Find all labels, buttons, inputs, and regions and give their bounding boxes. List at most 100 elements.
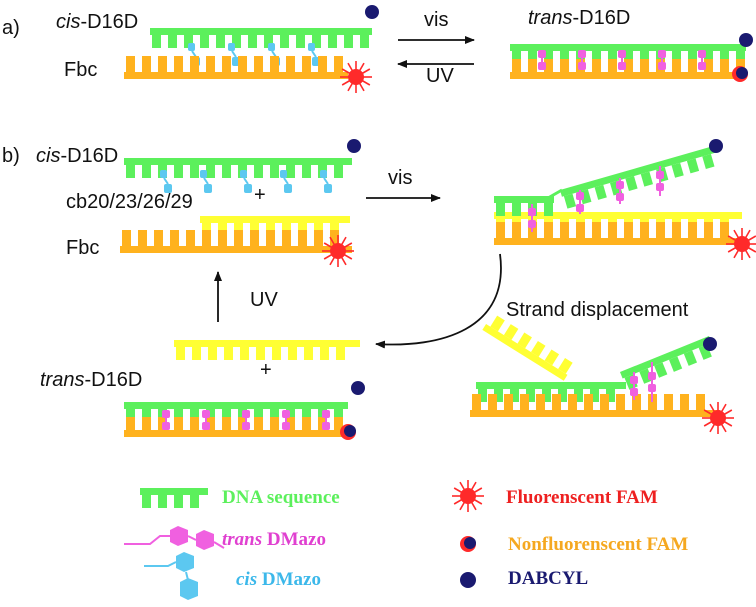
trans-d16d-strand-b-tooth (334, 409, 343, 422)
fam-core (710, 410, 726, 426)
cis-d16d-strand-a (150, 28, 372, 48)
cb-strand-released-b-tooth (304, 347, 313, 360)
fbc-strand-a-backbone (124, 72, 348, 79)
trans-d16d-strand-a-tooth (624, 51, 633, 64)
cis-d16d-strand-b-tooth (222, 165, 231, 178)
cis-azo-link (203, 177, 209, 185)
cis-azo-ring (164, 184, 172, 193)
fbc-strand-b2-backbone (124, 430, 348, 437)
trans-azo-ring (618, 50, 626, 58)
trans-azo-ring (648, 384, 656, 392)
cb-strand-released-b (174, 340, 360, 360)
cis-azo-link (243, 177, 249, 185)
trans-d16d-strand-a-tooth (672, 51, 681, 64)
trans-azo-ring (202, 410, 210, 418)
trans-azo-ring (576, 204, 584, 212)
fbc-strand-b2-tooth (302, 417, 311, 430)
fbc-strand-duplex-b-tooth (608, 222, 617, 238)
fbc-strand-duplex-b-tooth (672, 222, 681, 238)
cis-d16d-strand-a-tooth (232, 35, 241, 48)
cis-d16d-label-a: cis-D16D (56, 11, 138, 33)
fbc-strand-duplex-b-tooth (688, 222, 697, 238)
fbc-strand-duplex-b-tooth (496, 222, 505, 238)
trans-dmazo-icon (528, 204, 536, 232)
trans-d16d-strand-b (124, 402, 348, 422)
trans-d16d-strand-b-tooth (206, 409, 215, 422)
fbc-strand-a-tooth (286, 56, 295, 72)
cis-d16d-strand-b-tooth (286, 165, 295, 178)
fbc-strand-b-tooth (122, 230, 131, 246)
cb-strand-released-b-tooth (208, 347, 217, 360)
trans-d16d-strand-a-tooth (736, 51, 745, 64)
cb-strand-tooth (234, 223, 243, 236)
fbc-strand-b-tooth (218, 230, 227, 246)
fbc-strand-displacement-tooth (632, 394, 641, 410)
fbc-strand-a-duplex-tooth (560, 59, 569, 72)
cb-strand-released-tooth (531, 341, 546, 357)
trans-dmazo-icon (282, 410, 290, 430)
fbc-strand-b-tooth (154, 230, 163, 246)
quenched-dabcyl (736, 67, 748, 79)
trans-dmazo-icon (656, 166, 664, 196)
cis-azo-ring (244, 184, 252, 193)
fbc-strand-b2-tooth (174, 417, 183, 430)
uv-label-b: UV (250, 289, 278, 311)
legend-dna-icon-tooth (158, 495, 167, 508)
fbc-strand-a-tooth (270, 56, 279, 72)
cb-strand-released (482, 315, 573, 381)
fbc-strand-b-tooth (250, 230, 259, 246)
fbc-strand-a-tooth (302, 56, 311, 72)
fbc-strand-a-tooth (126, 56, 135, 72)
trans-azo-ring (322, 422, 330, 430)
fbc-strand-b2 (124, 417, 348, 437)
trans-d16d-displacing-part-tooth (574, 389, 583, 402)
cis-azo-ring (324, 184, 332, 193)
cis-azo-ring (188, 43, 195, 51)
dabcyl-icon (703, 337, 717, 351)
legend-dna-icon-tooth (190, 495, 199, 508)
fbc-strand-b-tooth (330, 230, 339, 246)
fbc-label-a: Fbc (64, 59, 97, 81)
fbc-strand-b2-tooth (142, 417, 151, 430)
cis-d16d-strand-a-tooth (216, 35, 225, 48)
trans-d16d-displacing-part-tooth (494, 389, 503, 402)
cis-azo-link (231, 50, 237, 58)
cb-strand-released-b-tooth (336, 347, 345, 360)
trans-dmazo-icon (538, 50, 546, 70)
cis-d16d-label-b: cis-D16D (36, 145, 118, 167)
cis-azo-ring (240, 170, 247, 178)
nonfluorescent-fam-icon (340, 424, 356, 440)
trans-d16d-displacing-part-backbone (476, 382, 626, 389)
cis-d16d-strand-b-tooth (334, 165, 343, 178)
fam-core (734, 236, 750, 252)
trans-d16d-strand-a-tooth (592, 51, 601, 64)
fbc-strand-duplex-b-tooth (560, 222, 569, 238)
fbc-strand-duplex-b-backbone (494, 238, 742, 245)
fbc-strand-duplex-b-tooth (720, 222, 729, 238)
trans-azo-ring (698, 50, 706, 58)
trans-dmazo-icon (322, 410, 330, 430)
cis-dmazo-icon (200, 170, 212, 193)
cis-d16d-strand-a-tooth (200, 35, 209, 48)
trans-d16d-lifted-part (560, 145, 716, 209)
trans-d16d-displacing-part-tooth (606, 389, 615, 402)
cis-d16d-strand-a-tooth (328, 35, 337, 48)
trans-azo-ring (656, 171, 664, 179)
cb-strand-backbone (200, 216, 350, 223)
cb-strand-released-b-tooth (240, 347, 249, 360)
nonfluorescent-fam-icon (732, 66, 748, 82)
cis-d16d-strand-a-tooth (280, 35, 289, 48)
cis-d16d-strand-a-tooth (264, 35, 273, 48)
trans-d16d-end-tooth (683, 350, 698, 366)
cb-strand-duplex-backbone (494, 212, 742, 219)
fbc-strand-a-duplex-tooth (544, 59, 553, 72)
trans-azo-ring (658, 50, 666, 58)
cb-strand-released-b-tooth (192, 347, 201, 360)
cb-strand-released-tooth (503, 324, 519, 340)
fbc-strand-b2-tooth (254, 417, 263, 430)
cis-azo-ring (176, 552, 194, 572)
trans-d16d-strand-a-tooth (528, 51, 537, 64)
legend-cis-label: cis DMazo (236, 569, 321, 590)
trans-d16d-strand-b-tooth (174, 409, 183, 422)
cb-strand-tooth (202, 223, 211, 236)
